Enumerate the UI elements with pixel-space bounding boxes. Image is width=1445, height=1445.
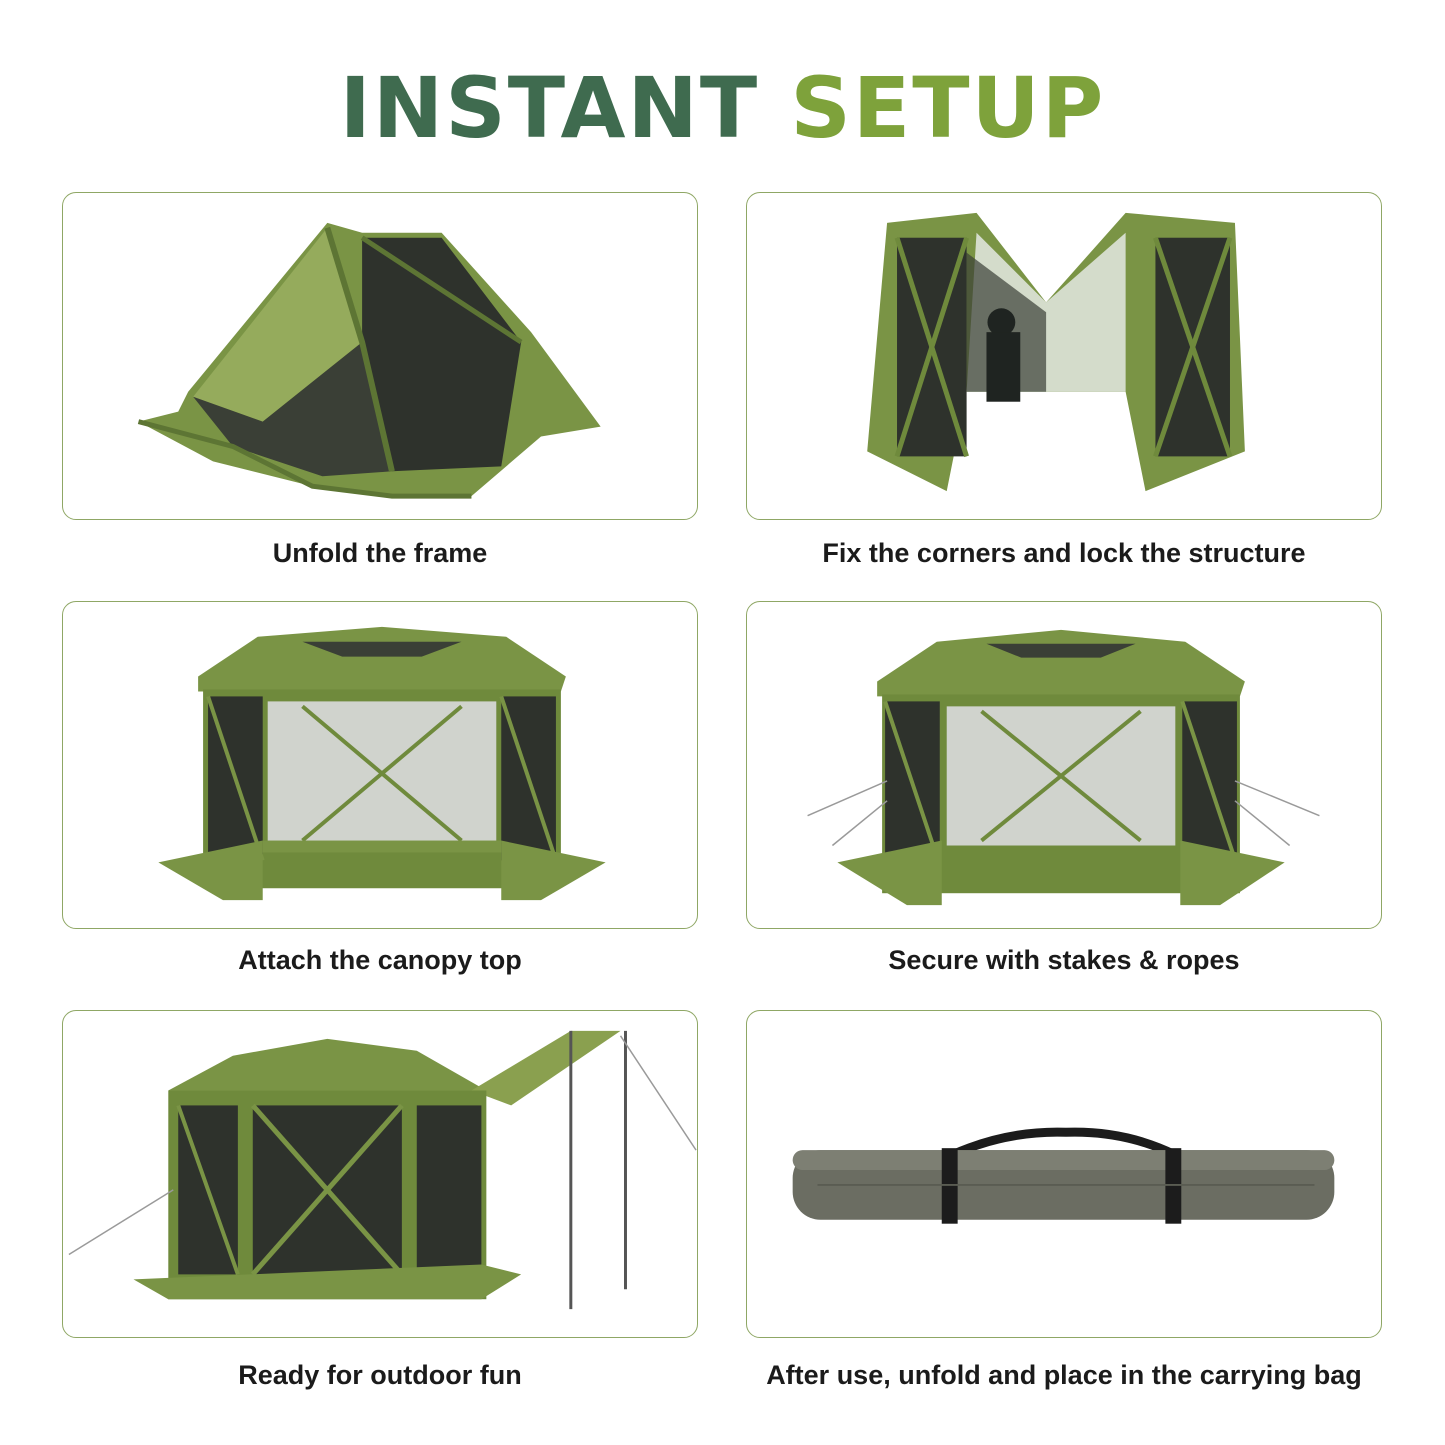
folded-tent-illustration	[137, 222, 601, 499]
page-title: INSTANT SETUP	[0, 66, 1445, 150]
step-6-panel	[746, 1010, 1382, 1338]
step-4-panel	[746, 601, 1382, 929]
tent-with-awning-illustration	[68, 1030, 697, 1310]
step-4-caption: Secure with stakes & ropes	[888, 945, 1240, 975]
step-2-caption: Fix the corners and lock the structure	[822, 538, 1306, 568]
step-1-caption: Unfold the frame	[272, 538, 488, 568]
step-5-caption: Ready for outdoor fun	[238, 1360, 522, 1390]
step-6-caption: After use, unfold and place in the carry…	[766, 1360, 1362, 1390]
step-3-panel	[62, 601, 698, 929]
step-3-caption: Attach the canopy top	[238, 945, 522, 975]
staked-tent-illustration	[807, 629, 1320, 906]
step-1-panel	[62, 192, 698, 520]
tent-corners-illustration	[867, 212, 1245, 492]
title-word-setup: SETUP	[790, 59, 1106, 157]
step-5-panel	[62, 1010, 698, 1338]
step-2-panel	[746, 192, 1382, 520]
title-word-instant: INSTANT	[339, 59, 760, 157]
canopy-tent-illustration	[158, 626, 606, 901]
carrying-bag-illustration	[792, 1127, 1335, 1224]
